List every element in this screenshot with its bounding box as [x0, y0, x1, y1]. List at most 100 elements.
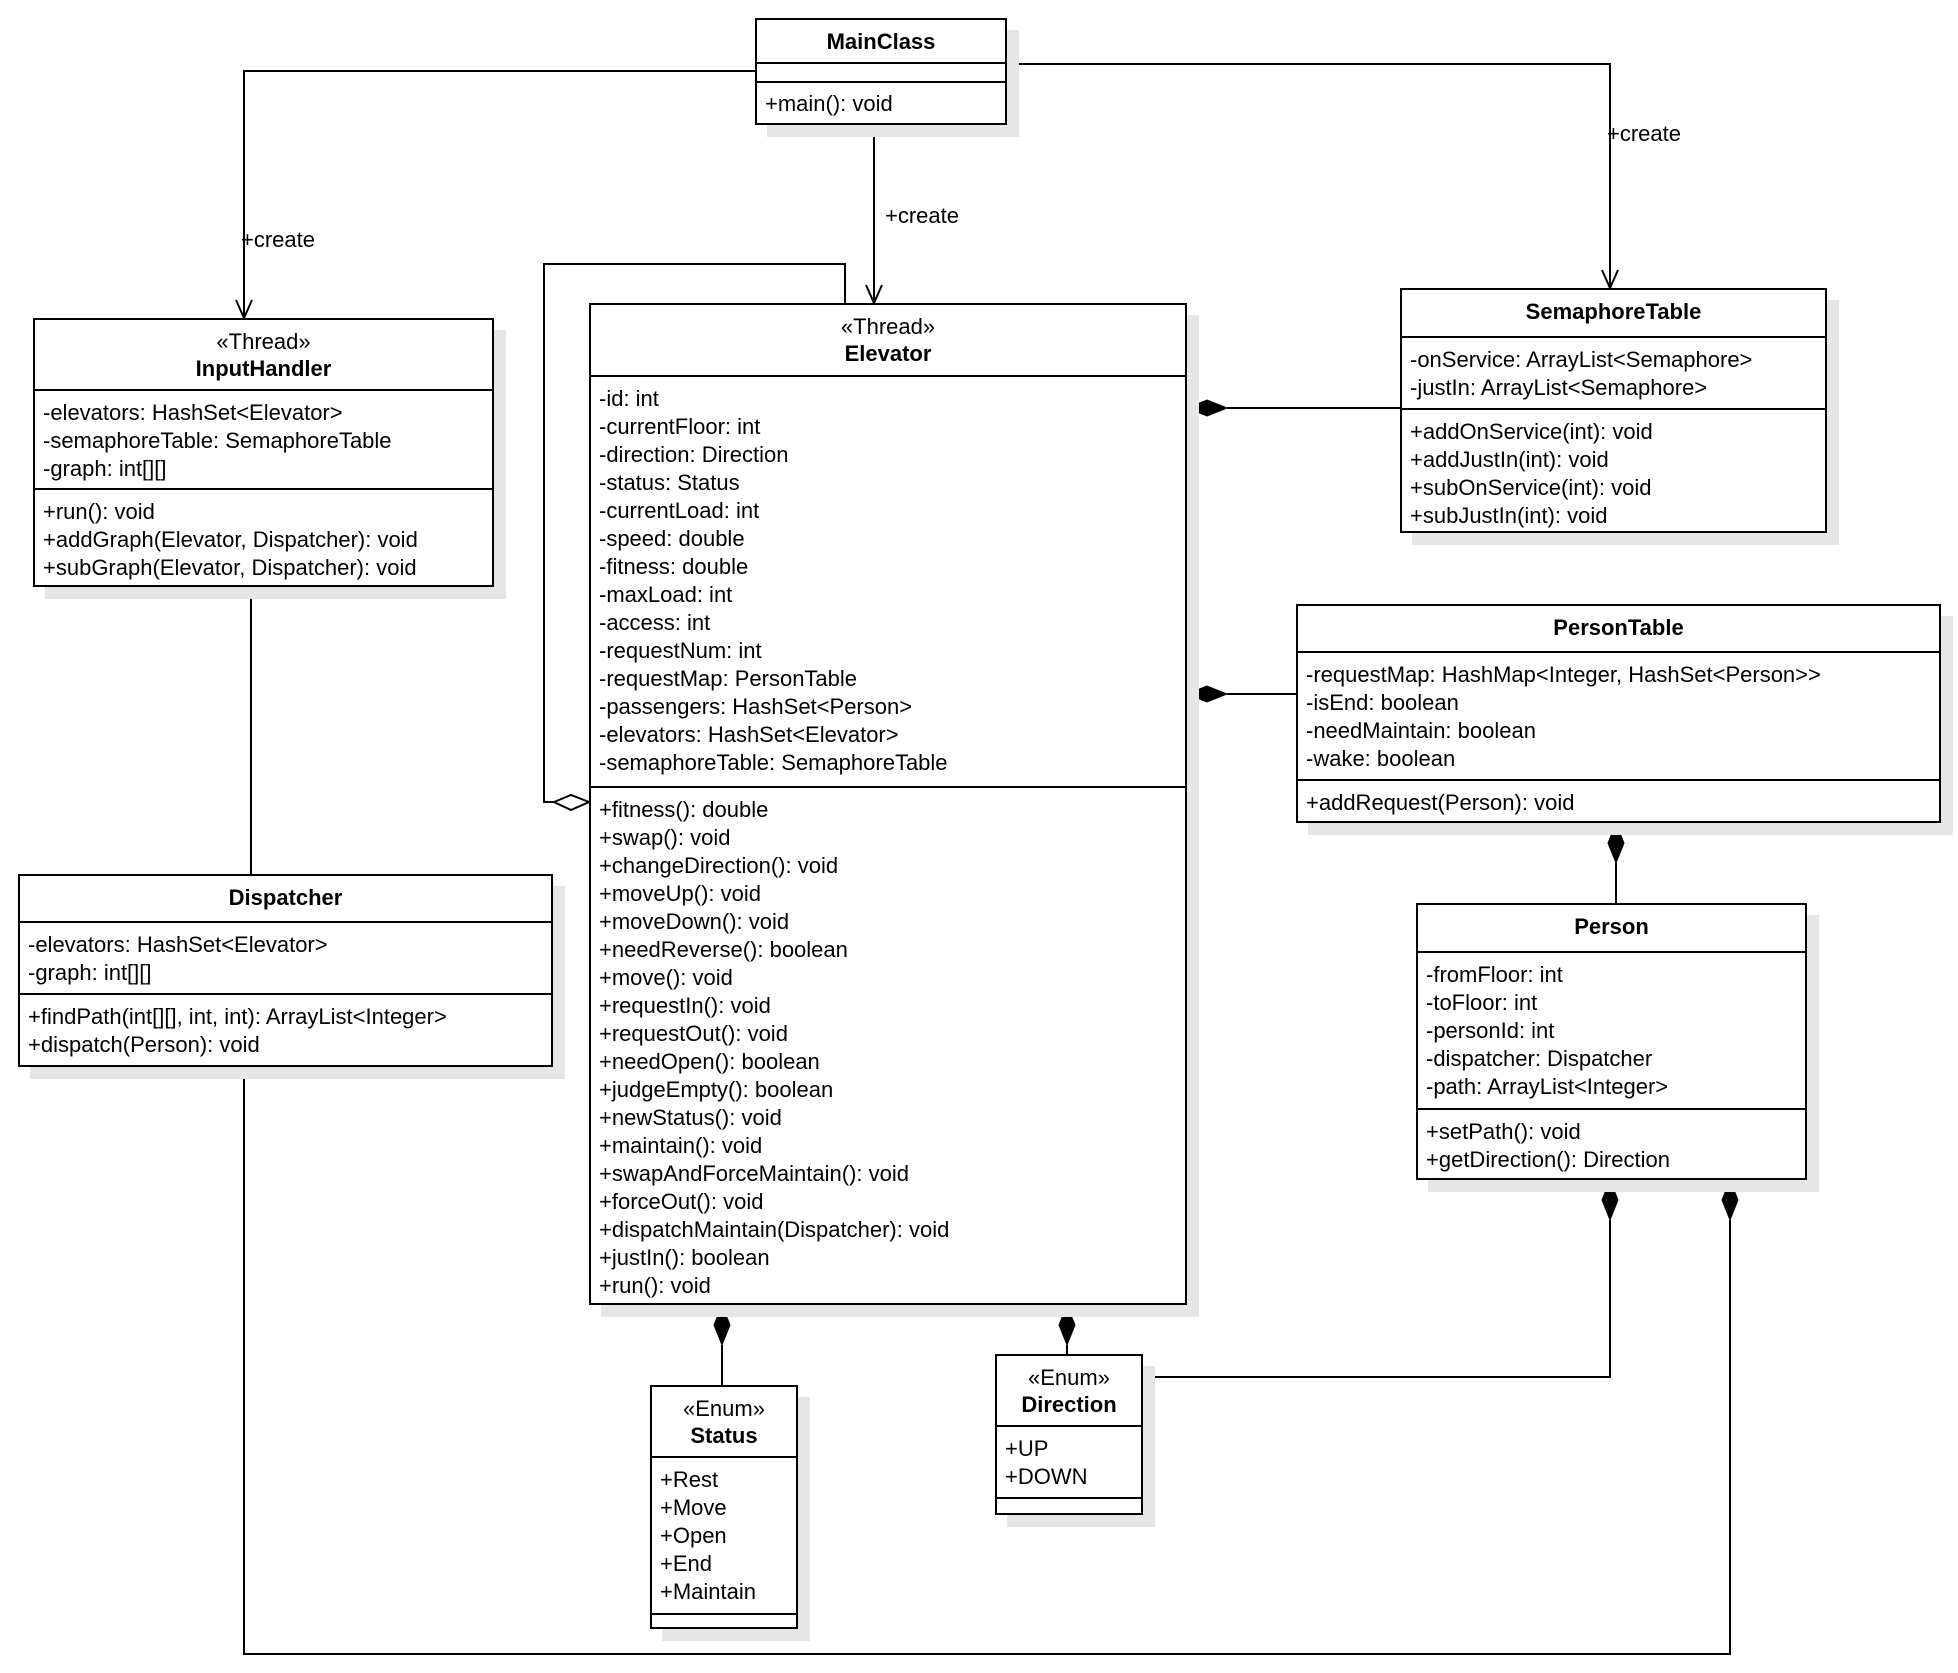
- class-elevator: «Thread» Elevator -id: int -currentFloor…: [589, 303, 1187, 1305]
- method-item: +dispatchMaintain(Dispatcher): void: [599, 1217, 950, 1242]
- class-name: InputHandler: [195, 356, 332, 381]
- attribute-item: -currentFloor: int: [599, 414, 761, 439]
- method-item: +fitness(): double: [599, 797, 769, 822]
- attribute-item: -direction: Direction: [599, 442, 789, 467]
- attribute-item: -wake: boolean: [1306, 746, 1456, 771]
- attribute-item: -elevators: HashSet<Elevator>: [599, 722, 899, 747]
- class-stereotype: «Enum»: [683, 1396, 765, 1421]
- methods-section: +main(): void: [757, 83, 1005, 124]
- edge-label-create-elevator: +create: [885, 203, 959, 228]
- class-header: MainClass: [757, 20, 1005, 64]
- class-header: Person: [1418, 905, 1805, 953]
- composition-diamond-persontable-person: [1607, 821, 1625, 865]
- attribute-item: -isEnd: boolean: [1306, 690, 1459, 715]
- class-name: Elevator: [844, 341, 932, 366]
- attribute-item: -requestNum: int: [599, 638, 762, 663]
- method-item: +addGraph(Elevator, Dispatcher): void: [43, 527, 418, 552]
- class-header: «Enum» Direction: [997, 1356, 1141, 1427]
- method-item: +run(): void: [599, 1273, 711, 1298]
- method-item: +dispatch(Person): void: [28, 1032, 260, 1057]
- method-item: +addOnService(int): void: [1410, 419, 1653, 444]
- method-item: +subJustIn(int): void: [1410, 503, 1608, 528]
- edge-main-inputhandler: [243, 70, 755, 318]
- composition-diamond-elevator-status: [713, 1303, 731, 1347]
- method-item: +needOpen(): boolean: [599, 1049, 820, 1074]
- method-item: +run(): void: [43, 499, 155, 524]
- class-header: «Thread» Elevator: [591, 305, 1185, 377]
- methods-section: +addOnService(int): void +addJustIn(int)…: [1402, 410, 1825, 536]
- attribute-item: -access: int: [599, 610, 711, 635]
- method-item: +setPath(): void: [1426, 1119, 1581, 1144]
- enum-literal: +Maintain: [660, 1579, 757, 1604]
- method-item: +newStatus(): void: [599, 1105, 782, 1130]
- attribute-item: -needMaintain: boolean: [1306, 718, 1536, 743]
- class-header: PersonTable: [1298, 606, 1939, 653]
- methods-section: +setPath(): void +getDirection(): Direct…: [1418, 1110, 1805, 1180]
- method-item: +subOnService(int): void: [1410, 475, 1652, 500]
- attribute-item: -requestMap: HashMap<Integer, HashSet<Pe…: [1306, 662, 1821, 687]
- enum-literal: +DOWN: [1005, 1464, 1088, 1489]
- attribute-item: -graph: int[][]: [43, 456, 167, 481]
- literals-section: +UP +DOWN: [997, 1427, 1141, 1499]
- class-name: Person: [1574, 914, 1649, 939]
- method-item: +swap(): void: [599, 825, 731, 850]
- class-name: MainClass: [826, 29, 936, 54]
- class-stereotype: «Thread»: [216, 329, 311, 354]
- class-header: «Thread» InputHandler: [35, 320, 492, 391]
- class-name: PersonTable: [1553, 615, 1684, 640]
- composition-diamond-elevator-direction: [1058, 1303, 1076, 1347]
- attributes-section: -elevators: HashSet<Elevator> -graph: in…: [20, 923, 551, 995]
- composition-diamond-elevator-semaphoretable: [1185, 399, 1229, 417]
- attributes-section: -fromFloor: int -toFloor: int -personId:…: [1418, 953, 1805, 1110]
- attribute-item: -semaphoreTable: SemaphoreTable: [43, 428, 392, 453]
- methods-section: +run(): void +addGraph(Elevator, Dispatc…: [35, 490, 492, 588]
- class-person-table: PersonTable -requestMap: HashMap<Integer…: [1296, 604, 1941, 823]
- edge-label-create-inputhandler: +create: [241, 227, 315, 252]
- class-semaphore-table: SemaphoreTable -onService: ArrayList<Sem…: [1400, 288, 1827, 533]
- class-name: Direction: [1021, 1392, 1117, 1417]
- class-name: Dispatcher: [228, 885, 343, 910]
- enum-literal: +Open: [660, 1523, 727, 1548]
- composition-diamond-elevator-persontable: [1185, 685, 1229, 703]
- attributes-section: -id: int -currentFloor: int -direction: …: [591, 377, 1185, 788]
- attribute-item: -maxLoad: int: [599, 582, 733, 607]
- methods-section: +fitness(): double +swap(): void +change…: [591, 788, 1185, 1306]
- attributes-section: -requestMap: HashMap<Integer, HashSet<Pe…: [1298, 653, 1939, 781]
- method-item: +requestOut(): void: [599, 1021, 788, 1046]
- attribute-item: -semaphoreTable: SemaphoreTable: [599, 750, 948, 775]
- class-main: MainClass +main(): void: [755, 18, 1007, 125]
- attribute-item: -requestMap: PersonTable: [599, 666, 858, 691]
- edge-person-direction: [1143, 1220, 1611, 1378]
- attribute-item: -currentLoad: int: [599, 498, 760, 523]
- method-item: +addRequest(Person): void: [1306, 790, 1575, 815]
- method-item: +maintain(): void: [599, 1133, 763, 1158]
- class-header: SemaphoreTable: [1402, 290, 1825, 338]
- class-input-handler: «Thread» InputHandler -elevators: HashSe…: [33, 318, 494, 587]
- attribute-item: -justIn: ArrayList<Semaphore>: [1410, 375, 1708, 400]
- literals-section: +Rest +Move +Open +End +Maintain: [652, 1458, 796, 1615]
- enum-literal: +UP: [1005, 1436, 1049, 1461]
- method-item: +swapAndForceMaintain(): void: [599, 1161, 909, 1186]
- attribute-item: -onService: ArrayList<Semaphore>: [1410, 347, 1753, 372]
- attribute-item: -toFloor: int: [1426, 990, 1538, 1015]
- attribute-item: -speed: double: [599, 526, 745, 551]
- class-header: «Enum» Status: [652, 1387, 796, 1458]
- method-item: +forceOut(): void: [599, 1189, 764, 1214]
- methods-section: +addRequest(Person): void: [1298, 781, 1939, 823]
- attributes-section: [757, 64, 1005, 83]
- method-item: +moveUp(): void: [599, 881, 762, 906]
- composition-diamond-person-direction: [1601, 1178, 1619, 1222]
- attribute-item: -graph: int[][]: [28, 960, 152, 985]
- edge-person-dispatcher: [243, 1067, 1731, 1655]
- edge-elevator-self-aggregation: [543, 263, 846, 803]
- method-item: +main(): void: [765, 91, 893, 116]
- enum-literal: +End: [660, 1551, 712, 1576]
- class-dispatcher: Dispatcher -elevators: HashSet<Elevator>…: [18, 874, 553, 1067]
- method-item: +justIn(): boolean: [599, 1245, 770, 1270]
- class-stereotype: «Thread»: [840, 314, 936, 339]
- enum-status: «Enum» Status +Rest +Move +Open +End +Ma…: [650, 1385, 798, 1629]
- class-header: Dispatcher: [20, 876, 551, 923]
- attributes-section: -elevators: HashSet<Elevator> -semaphore…: [35, 391, 492, 490]
